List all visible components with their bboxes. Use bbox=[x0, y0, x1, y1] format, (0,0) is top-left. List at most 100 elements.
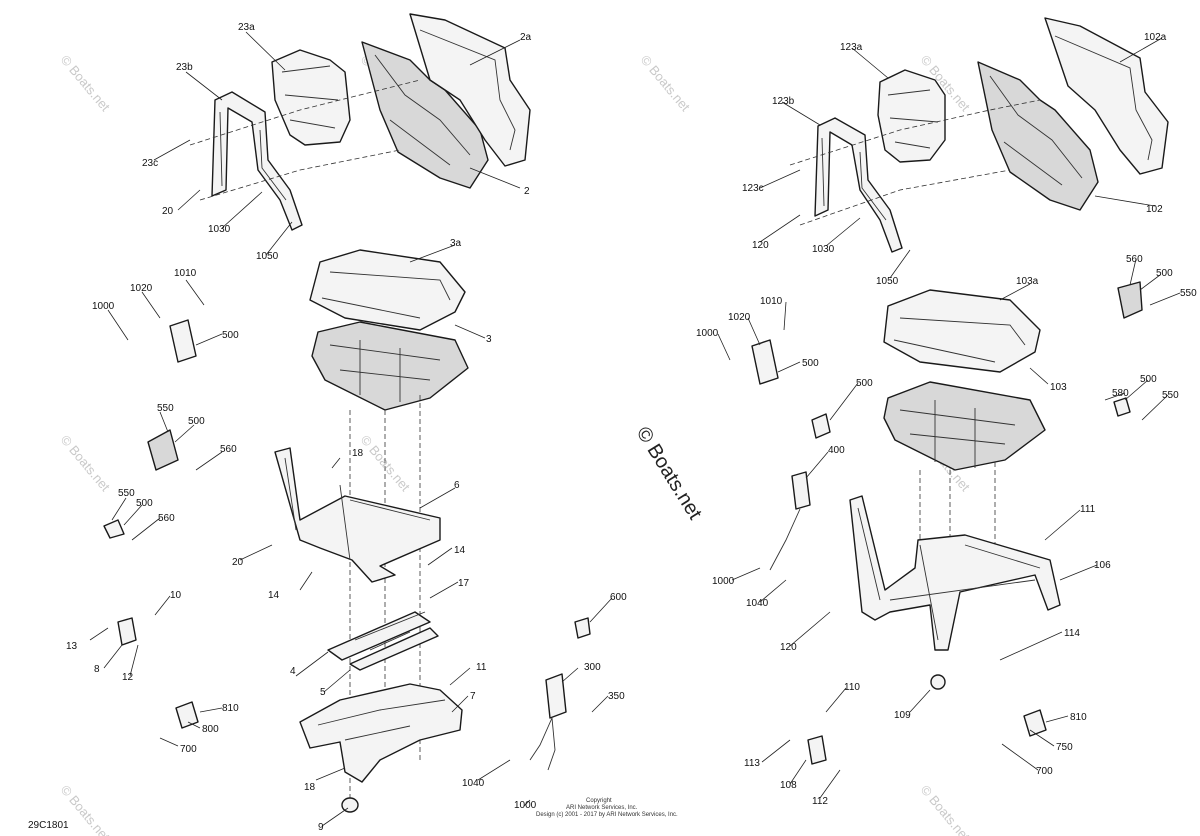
callout-500: 500 bbox=[1140, 374, 1157, 385]
callout-1020: 1020 bbox=[130, 283, 153, 294]
copyright-line: Design (c) 2001 - 2017 by ARI Network Se… bbox=[536, 812, 678, 818]
slider-rail-5 bbox=[349, 627, 439, 671]
callout-1020: 1020 bbox=[728, 312, 751, 323]
callout-1000: 1000 bbox=[92, 301, 115, 312]
callout-560: 560 bbox=[1126, 254, 1143, 265]
seat-clip-500c bbox=[103, 519, 125, 539]
callout-700: 700 bbox=[1036, 766, 1053, 777]
callout-113: 113 bbox=[744, 758, 760, 769]
callout-23a: 23a bbox=[238, 22, 255, 33]
watermark: © Boats.net bbox=[918, 782, 974, 836]
callout-2: 2 bbox=[524, 186, 530, 197]
callout-106: 106 bbox=[1094, 560, 1111, 571]
callout-1010: 1010 bbox=[760, 296, 783, 307]
callout-800: 800 bbox=[202, 724, 219, 735]
callout-1050: 1050 bbox=[876, 276, 899, 287]
callout-1030: 1030 bbox=[812, 244, 835, 255]
callout-110: 110 bbox=[844, 682, 860, 693]
belt-clip-500g bbox=[1113, 397, 1131, 417]
callout-560: 560 bbox=[220, 444, 237, 455]
watermark: © Boats.net bbox=[58, 432, 114, 494]
callout-550: 550 bbox=[118, 488, 135, 499]
seat-cushion-103a bbox=[883, 289, 1041, 373]
callout-20: 20 bbox=[232, 557, 244, 568]
callout-123c: 123c bbox=[742, 183, 764, 194]
belt-buckle-500e bbox=[1117, 281, 1143, 319]
backrest-pad-123a bbox=[877, 69, 946, 163]
callout-1000: 1000 bbox=[696, 328, 719, 339]
callout-550: 550 bbox=[157, 403, 174, 414]
callout-500: 500 bbox=[222, 330, 239, 341]
seat-frame-6 bbox=[274, 447, 441, 583]
belt-clip-500f bbox=[811, 413, 831, 439]
back-cushion-2a bbox=[409, 13, 531, 167]
callout-1000: 1000 bbox=[712, 576, 735, 587]
callout-112: 112 bbox=[812, 796, 828, 807]
seat-frame-106 bbox=[849, 495, 1061, 651]
callout-750: 750 bbox=[1056, 742, 1073, 753]
callout-1050: 1050 bbox=[256, 251, 279, 262]
callout-500: 500 bbox=[856, 378, 873, 389]
callout-500: 500 bbox=[136, 498, 153, 509]
callout-6: 6 bbox=[454, 480, 460, 491]
callout-4: 4 bbox=[290, 666, 296, 677]
backrest-frame-123b bbox=[814, 117, 903, 253]
back-shell-102 bbox=[977, 61, 1099, 211]
callout-114: 114 bbox=[1064, 628, 1080, 639]
callout-500: 500 bbox=[188, 416, 205, 427]
watermark: © Boats.net bbox=[358, 432, 414, 494]
callout-3a: 3a bbox=[450, 238, 462, 249]
callout-1040: 1040 bbox=[746, 598, 769, 609]
callout-3: 3 bbox=[486, 334, 492, 345]
watermark-center: © Boats.net bbox=[632, 423, 706, 524]
callout-109: 109 bbox=[894, 710, 911, 721]
callout-5: 5 bbox=[320, 687, 326, 698]
watermark: © Boats.net bbox=[638, 52, 694, 114]
callout-13: 13 bbox=[66, 641, 78, 652]
callout-2a: 2a bbox=[520, 32, 532, 43]
seat-base-3 bbox=[311, 321, 469, 411]
callout-123b: 123b bbox=[772, 96, 795, 107]
callout-18: 18 bbox=[352, 448, 364, 459]
callout-9: 9 bbox=[318, 822, 324, 833]
callout-17: 17 bbox=[458, 578, 470, 589]
callout-11: 11 bbox=[476, 662, 487, 673]
callout-14: 14 bbox=[454, 545, 466, 556]
copyright-line: ARI Network Services, Inc. bbox=[566, 805, 638, 811]
foot-9 bbox=[341, 797, 359, 813]
callout-1030: 1030 bbox=[208, 224, 231, 235]
belt-clip-600 bbox=[574, 617, 591, 639]
callout-103a: 103a bbox=[1016, 276, 1039, 287]
foot-109 bbox=[930, 674, 946, 690]
callout-810: 810 bbox=[1070, 712, 1087, 723]
callout-10: 10 bbox=[170, 590, 182, 601]
callout-labels: 2a 23a 23b 23c 20 1030 1050 2 3a 3 1010 … bbox=[66, 22, 1197, 833]
callout-23b: 23b bbox=[176, 62, 193, 73]
watermark: © Boats.net bbox=[58, 52, 114, 114]
callout-1000: 1000 bbox=[514, 800, 537, 811]
callout-18: 18 bbox=[304, 782, 316, 793]
callout-560: 560 bbox=[158, 513, 175, 524]
callout-500: 500 bbox=[802, 358, 819, 369]
callout-600: 600 bbox=[610, 592, 627, 603]
seat-bracket-500d bbox=[751, 339, 779, 385]
callout-7: 7 bbox=[470, 691, 476, 702]
callout-123a: 123a bbox=[840, 42, 863, 53]
callout-12: 12 bbox=[122, 672, 134, 683]
back-shell-2 bbox=[361, 41, 489, 189]
callout-500: 500 bbox=[1156, 268, 1173, 279]
right-seat-assembly bbox=[717, 17, 1181, 799]
callout-1010: 1010 bbox=[174, 268, 197, 279]
callout-108: 108 bbox=[780, 780, 797, 791]
seat-belt-400 bbox=[791, 471, 811, 510]
seat-belt-300 bbox=[545, 673, 567, 719]
seat-buckle-500b bbox=[147, 429, 179, 471]
latch-8 bbox=[117, 617, 137, 646]
backrest-frame-23b bbox=[211, 91, 303, 231]
callout-102a: 102a bbox=[1144, 32, 1167, 43]
hinge-750 bbox=[1023, 709, 1047, 737]
callout-810: 810 bbox=[222, 703, 239, 714]
callout-120: 120 bbox=[780, 642, 797, 653]
slider-rail-4 bbox=[327, 611, 431, 661]
